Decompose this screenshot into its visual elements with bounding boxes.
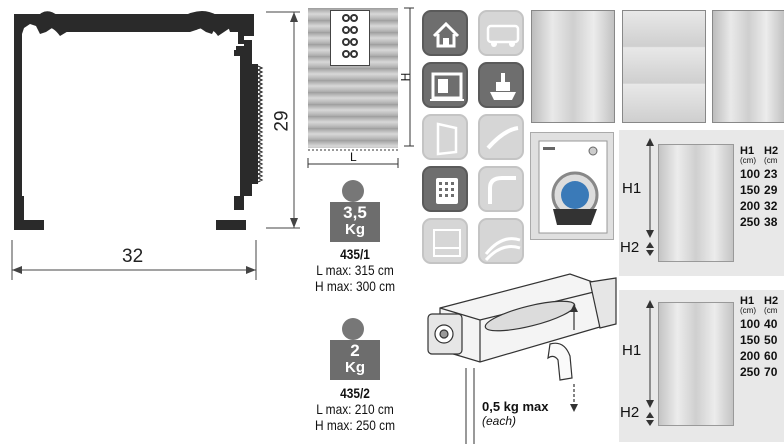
table-1-col2-header: H2 [764, 145, 779, 157]
floor-icon [422, 218, 468, 264]
road-icon [478, 114, 524, 160]
model-lmax-1: L max: 315 cm [316, 262, 394, 278]
weight-circle-2 [342, 318, 364, 340]
table-2-h1-label: H1 [622, 342, 642, 359]
panel-blind-1 [658, 144, 734, 262]
motor-max-load: 0,5 kg max [482, 399, 549, 414]
weight-unit-1: Kg [345, 221, 365, 238]
model-hmax-1: H max: 300 cm [314, 278, 396, 294]
table-1-col1-header: H1 [740, 145, 755, 157]
table-2-col2-header: H2 [764, 295, 779, 307]
control-icon [422, 166, 468, 212]
blind-roller [531, 10, 615, 123]
ship-icon [478, 62, 524, 108]
chain-icon [342, 14, 358, 58]
panel-arrows [646, 138, 654, 426]
weight-circle-1 [342, 180, 364, 202]
fabric-width-label: L [350, 150, 357, 164]
window-icon [422, 62, 468, 108]
weight-value-2: 2 [350, 341, 360, 360]
table-2-col2-unit: (cm [764, 306, 778, 315]
table-2-col1-unit: (cm) [740, 306, 756, 315]
chain-window [330, 10, 370, 66]
table-2-h2-label: H2 [620, 404, 640, 421]
curve-icon [478, 166, 524, 212]
panel-blind-2 [658, 302, 734, 426]
blind-festoon [712, 10, 784, 123]
fabric-dimension-lines [307, 7, 414, 168]
motor-drawing [427, 273, 617, 444]
model-hmax-2: H max: 250 cm [314, 417, 396, 433]
model-lmax-2: L max: 210 cm [316, 401, 394, 417]
profile-drawing [11, 10, 300, 280]
model-code-1: 435/1 [340, 246, 370, 262]
weight-badge-2: 2 Kg [330, 340, 380, 380]
table-1-h2-label: H2 [620, 239, 640, 256]
table-1-col2-unit: (cm [764, 156, 778, 165]
weight-badge-1: 3,5 Kg [330, 202, 380, 242]
table-2-col1-header: H1 [740, 295, 755, 307]
table-1-h1-label: H1 [622, 180, 642, 197]
profile-height-label: 29 [271, 110, 293, 132]
fabric-height-label: H [398, 72, 413, 82]
bus-icon [478, 10, 524, 56]
door-icon [422, 114, 468, 160]
table-1-col1-unit: (cm) [740, 156, 756, 165]
weight-value-1: 3,5 [343, 203, 367, 222]
washing-machine-icon [530, 132, 614, 240]
house-icon [422, 10, 468, 56]
weight-unit-2: Kg [345, 359, 365, 376]
arc-icon [478, 218, 524, 264]
model-code-2: 435/2 [340, 385, 370, 401]
profile-width-label: 32 [122, 246, 144, 267]
motor-each-label: (each) [482, 414, 517, 428]
blind-roman [622, 10, 706, 123]
